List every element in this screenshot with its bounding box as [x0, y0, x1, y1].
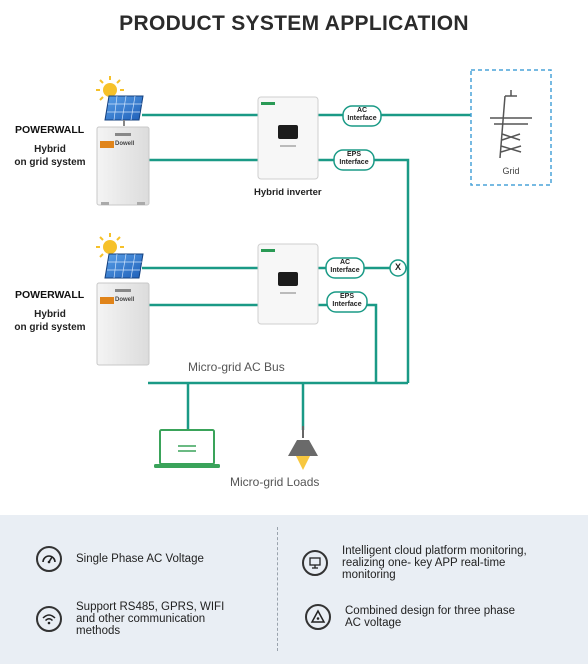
feature-4-line2: AC voltage — [345, 617, 402, 629]
battery-brand-2: Dowell — [115, 297, 135, 303]
switch-symbol — [389, 259, 407, 277]
feature-communication: Support RS485, GPRS, WIFI and other comm… — [36, 601, 271, 637]
eps-interface-2-text: EPS Interface — [327, 293, 367, 309]
ac-interface-1-text: AC Interface — [343, 107, 381, 123]
feature-3-line3: monitoring — [342, 569, 396, 581]
hybrid-inverter — [257, 96, 319, 180]
eps-interface-1 — [333, 149, 375, 171]
system-sub-label-2b: on grid system — [14, 322, 86, 333]
feature-3-line1: Intelligent cloud platform monitoring, — [342, 545, 527, 557]
feature-2-line1: Support RS485, GPRS, WIFI — [76, 601, 225, 613]
solar-panel-icon — [104, 253, 144, 279]
battery-brand-1: Dowell — [115, 141, 135, 147]
system-sub-label-1b: on grid system — [14, 157, 86, 168]
feature-3-line2: realizing one- key APP real-time — [342, 557, 506, 569]
feature-2-line3: methods — [76, 625, 121, 637]
switch-label: X — [394, 262, 401, 272]
battery-cabinet — [96, 126, 150, 206]
diagram-canvas — [96, 69, 552, 470]
ac-interface-1-line2: Interface — [347, 115, 377, 122]
system-label-2: POWERWALL — [15, 289, 85, 301]
eps-interface-2 — [326, 291, 368, 313]
divider — [277, 527, 278, 651]
grid-box — [470, 69, 552, 186]
system-label-1: POWERWALL — [15, 124, 85, 136]
ac-interface-1-line1: AC — [356, 107, 368, 114]
ac-interface-2 — [325, 257, 365, 279]
ac-interface-2-line1: AC — [339, 259, 351, 266]
feature-cloud-monitoring: Intelligent cloud platform monitoring, r… — [302, 545, 577, 581]
inverter-label: Hybrid inverter — [254, 187, 322, 198]
feature-single-phase: Single Phase AC Voltage — [36, 546, 266, 572]
micro-grid-bus-label: Micro-grid AC Bus — [188, 360, 285, 374]
eps-interface-1-text: EPS Interface — [334, 151, 374, 167]
hybrid-inverter — [257, 243, 319, 325]
solar-panel-icon — [104, 95, 144, 126]
system-sub-label-2a: Hybrid — [34, 309, 66, 320]
feature-1-line1: Single Phase AC Voltage — [76, 553, 204, 565]
feature-2-line2: and other communication — [76, 613, 206, 625]
micro-grid-loads-label: Micro-grid Loads — [230, 475, 320, 489]
lamp-icon — [288, 426, 318, 470]
system-diagram: PRODUCT SYSTEM APPLICATION — [14, 12, 552, 489]
pylon-icon — [490, 90, 532, 159]
eps-interface-1-line1: EPS — [346, 151, 361, 158]
feature-4-line1: Combined design for three phase — [345, 605, 516, 617]
battery-cabinet — [96, 282, 150, 366]
eps-interface-1-line2: Interface — [339, 159, 369, 166]
ac-interface-1 — [342, 105, 382, 127]
page-title: PRODUCT SYSTEM APPLICATION — [119, 12, 469, 35]
speedometer-icon — [36, 546, 62, 572]
ac-interface-2-line2: Interface — [330, 267, 360, 274]
system-sub-label-1a: Hybrid — [34, 144, 66, 155]
laptop-icon — [154, 429, 220, 468]
wifi-icon — [36, 606, 62, 632]
feature-three-phase: Combined design for three phase AC volta… — [305, 604, 565, 630]
eps-interface-2-line1: EPS — [339, 293, 354, 300]
triangle-phase-icon — [305, 604, 331, 630]
ac-interface-2-text: AC Interface — [326, 259, 364, 275]
cloud-monitor-icon — [302, 550, 328, 576]
features-panel: Single Phase AC Voltage Support RS485, G… — [0, 515, 588, 664]
eps-interface-2-line2: Interface — [332, 301, 362, 308]
grid-label: Grid — [502, 166, 520, 176]
